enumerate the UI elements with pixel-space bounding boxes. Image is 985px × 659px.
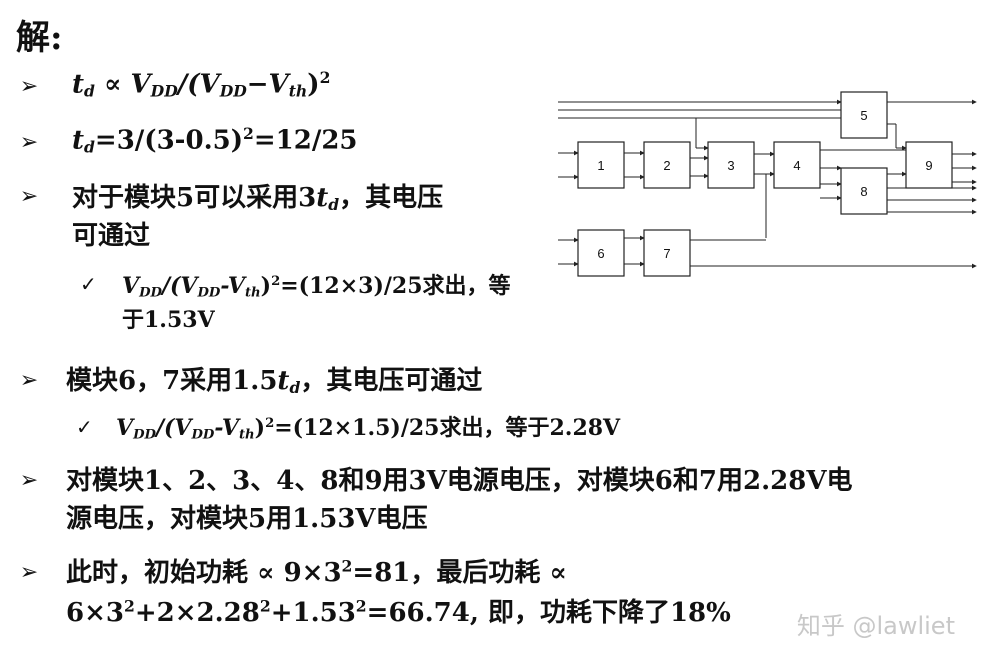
block-label: 3 (727, 158, 734, 173)
bullet-arrow-icon: ➢ (19, 560, 39, 585)
block-label: 9 (925, 158, 932, 173)
bullet-arrow-icon: ➢ (19, 130, 39, 155)
diagram-block-9 (905, 141, 953, 189)
diagram-block-2 (643, 141, 691, 189)
block-label: 5 (860, 108, 867, 123)
block5-statement-cont: 可通过 (72, 221, 151, 251)
bullet-arrow-icon: ➢ (19, 74, 39, 99)
block5-voltage-result: 于1.53V (122, 307, 215, 333)
block-diagram: 1 2 3 4 5 6 7 8 9 (558, 91, 977, 277)
diagram-block-1 (577, 141, 625, 189)
solution-title: 解: (16, 18, 63, 58)
diagram-block-3 (707, 141, 755, 189)
block-label: 2 (663, 158, 670, 173)
block-label: 7 (663, 246, 670, 261)
bullet-arrow-icon: ➢ (19, 468, 39, 493)
watermark: 知乎 @lawliet (796, 612, 955, 640)
diagram-block-8 (840, 167, 888, 215)
power-comparison: 此时，初始功耗 ∝ 9×32=81，最后功耗 ∝ (66, 556, 567, 588)
voltage-assignment: 对模块1、2、3、4、8和9用3V电源电压，对模块6和7用2.28V电 (66, 466, 853, 496)
delay-value: td=3/(3-0.5)2=12/25 (72, 124, 358, 157)
block-label: 8 (860, 184, 867, 199)
block67-voltage-formula: VDD/(VDD-Vth)2=(12×1.5)/25求出，等于2.28V (116, 415, 621, 443)
diagram-block-6 (577, 229, 625, 277)
diagram-block-4 (773, 141, 821, 189)
diagram-block-7 (643, 229, 691, 277)
check-icon: ✓ (80, 272, 97, 296)
block-label: 1 (597, 158, 604, 173)
bullet-arrow-icon: ➢ (19, 184, 39, 209)
voltage-assignment-cont: 源电压，对模块5用1.53V电压 (66, 504, 428, 534)
block-label: 4 (793, 158, 800, 173)
delay-proportionality: td ∝ VDD/(VDD−Vth)2 (72, 68, 331, 101)
block5-voltage-formula: VDD/(VDD-Vth)2=(12×3)/25求出，等 (122, 273, 511, 301)
power-result: 6×32+2×2.282+1.532=66.74, 即，功耗下降了18% (66, 596, 731, 628)
block5-statement: 对于模块5可以采用3td，其电压 (72, 183, 444, 214)
check-icon: ✓ (76, 415, 93, 439)
bullet-arrow-icon: ➢ (19, 368, 39, 393)
block67-statement: 模块6，7采用1.5td，其电压可通过 (66, 366, 483, 397)
block-label: 6 (597, 246, 604, 261)
diagram-block-5 (840, 91, 888, 139)
